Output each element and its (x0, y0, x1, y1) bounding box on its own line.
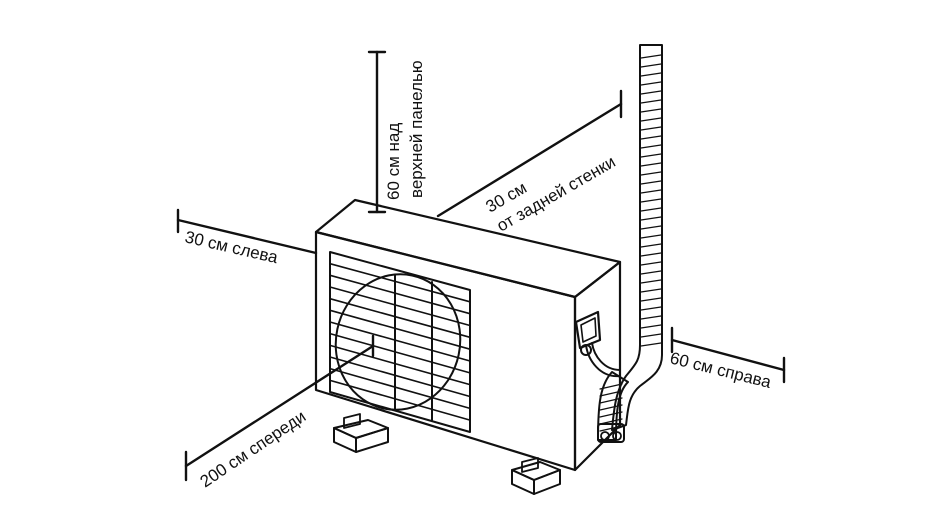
pipe-ring (640, 72, 662, 77)
pipe-ring (640, 306, 662, 311)
pipe-ring (640, 153, 662, 158)
pipe-ring (640, 90, 662, 95)
dimension-left (176, 208, 318, 255)
pipe-ring (640, 171, 662, 176)
dimension-back (436, 89, 623, 218)
grille-bar (329, 321, 471, 362)
grille-bar (329, 367, 471, 410)
pipe-ring (640, 189, 662, 194)
fan-grille (329, 251, 471, 433)
pipe-ring (640, 261, 662, 266)
grille-bar (329, 286, 471, 327)
pipe-ring (640, 270, 662, 275)
pipe-ring (640, 216, 662, 221)
pipe-ring (640, 81, 662, 86)
grille-bar (329, 332, 471, 374)
unit-foot-left (333, 413, 389, 453)
pipe-ring (599, 404, 623, 411)
pipe-ring (640, 288, 662, 293)
pipe-ring (640, 243, 662, 248)
grille-bar (329, 356, 471, 398)
label-top-line1: 60 см над (384, 123, 403, 200)
pipe-ring (640, 225, 662, 230)
pipe-ring (599, 390, 623, 397)
pipe-ring (640, 108, 662, 113)
pipe-ring (599, 383, 623, 390)
refrigerant-pipe (597, 44, 663, 443)
pipe-ring (640, 117, 662, 122)
pipe-ring (640, 324, 662, 329)
grille-bar (329, 274, 471, 315)
label-top-line2: верхней панелью (407, 60, 426, 198)
pipe-ring (640, 279, 662, 284)
dimension-top (367, 50, 387, 214)
grille-bar (329, 344, 471, 386)
grille-bar (329, 297, 471, 339)
grille-bar (329, 379, 471, 421)
pipe-ring (640, 162, 662, 167)
pipe-ring (640, 252, 662, 257)
label-right: 60 см справа (668, 348, 774, 392)
grille-bar (329, 309, 471, 350)
dimension-front (184, 334, 375, 482)
pipe-ring (640, 333, 662, 338)
pipe-ring (640, 63, 662, 68)
pipe-ring (640, 342, 662, 347)
pipe-ring (640, 54, 662, 59)
outdoor-unit (314, 198, 622, 472)
pipe-ring (640, 297, 662, 302)
pipe-ring (640, 315, 662, 320)
grille-bar (329, 262, 471, 303)
pipe-ring (640, 135, 662, 140)
pipe-ring (640, 207, 662, 212)
unit-foot-right (511, 457, 561, 495)
pipe-ring (640, 144, 662, 149)
pipe-ring (599, 411, 623, 418)
pipe-ring (599, 397, 623, 404)
pipe-ring (640, 198, 662, 203)
dimension-right (670, 326, 786, 384)
pipe-ring (640, 234, 662, 239)
pipe-ring (640, 126, 662, 131)
pipe-ring (640, 99, 662, 104)
pipe-ring (640, 180, 662, 185)
